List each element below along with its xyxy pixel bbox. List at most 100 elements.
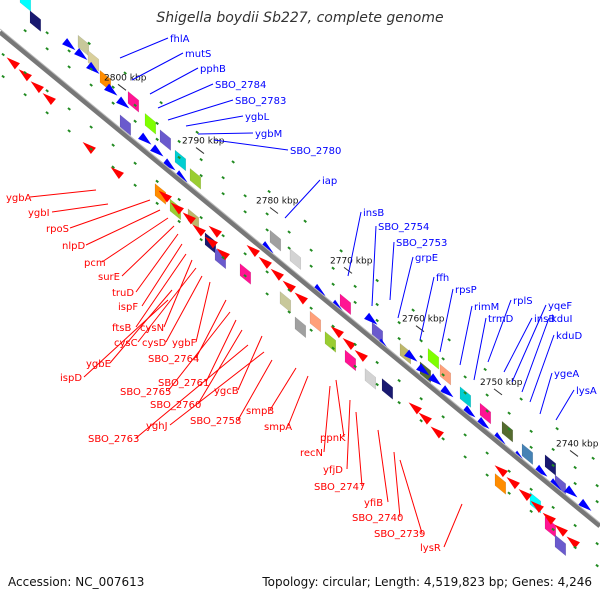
genome-feature-block xyxy=(501,420,514,443)
forward-gene-arrow xyxy=(74,47,88,60)
reverse-gene-leader xyxy=(287,375,309,427)
reverse-gene-arrow xyxy=(208,225,222,238)
gc-tick-inner-forward xyxy=(221,191,225,196)
gc-tick-outer-reverse xyxy=(67,129,71,133)
gc-tick-inner-reverse xyxy=(595,541,599,546)
gc-tick-outer-forward xyxy=(199,157,203,162)
reverse-gene-leader xyxy=(167,311,231,392)
reverse-gene-arrow xyxy=(192,224,206,237)
forward-gene-label: lysA xyxy=(576,386,597,397)
gc-tick-far-forward xyxy=(267,189,271,194)
gc-tick-inner-forward xyxy=(375,318,379,323)
reverse-gene-leader xyxy=(85,209,161,246)
genome-feature-block xyxy=(439,363,452,386)
reverse-gene-label: SBO_2764 xyxy=(148,354,199,365)
gc-tick-outer-forward xyxy=(265,212,269,216)
forward-gene-leader xyxy=(347,211,362,277)
reverse-gene-leader xyxy=(135,344,249,439)
reverse-gene-label: recN xyxy=(300,448,323,459)
reverse-gene-arrow xyxy=(530,500,544,513)
gc-tick-outer-reverse xyxy=(573,545,577,550)
reverse-gene-leader xyxy=(29,189,97,198)
gc-tick-inner-forward xyxy=(243,210,247,214)
reverse-gene-label: ppnK xyxy=(320,433,346,444)
gc-tick-inner-reverse xyxy=(133,161,137,165)
reverse-gene-leader xyxy=(83,299,169,378)
gc-tick-far-forward xyxy=(555,426,559,431)
gc-tick-outer-reverse xyxy=(463,455,467,459)
gc-tick-outer-reverse xyxy=(419,419,423,423)
gc-tick-inner-reverse xyxy=(155,179,159,184)
scale-tick xyxy=(343,266,353,274)
gc-tick-inner-reverse xyxy=(551,505,555,510)
gc-tick-inner-forward xyxy=(551,463,555,468)
forward-gene-leader xyxy=(529,334,555,403)
reverse-gene-arrow xyxy=(82,142,96,154)
genome-feature-block xyxy=(159,129,172,152)
gc-tick-inner-reverse xyxy=(353,342,357,347)
reverse-gene-label: surE xyxy=(98,272,120,283)
scale-label: 2760 kbp xyxy=(402,315,445,325)
reverse-gene-label: SBO_2747 xyxy=(314,482,365,493)
gc-tick-inner-reverse xyxy=(441,415,445,419)
forward-gene-leader xyxy=(131,52,184,81)
reverse-gene-arrow xyxy=(204,236,218,249)
forward-gene-leader xyxy=(119,37,169,59)
reverse-gene-leader xyxy=(141,243,183,307)
gc-tick-inner-reverse xyxy=(573,523,577,528)
gc-tick-far-forward xyxy=(411,308,415,312)
reverse-gene-arrow xyxy=(408,402,422,415)
gc-tick-outer-forward xyxy=(353,284,357,289)
forward-gene-label: rplS xyxy=(513,296,533,307)
gc-tick-outer-forward xyxy=(375,302,379,307)
genome-feature-block xyxy=(544,454,557,477)
forward-gene-arrow xyxy=(364,312,378,325)
genome-feature-block xyxy=(127,90,140,113)
reverse-gene-label: cysC xyxy=(114,338,138,349)
reverse-gene-arrow xyxy=(494,465,508,478)
reverse-gene-leader xyxy=(346,399,351,470)
reverse-gene-leader xyxy=(165,275,203,343)
reverse-gene-leader xyxy=(393,451,401,518)
reverse-gene-label: ispD xyxy=(60,373,82,384)
reverse-gene-arrow xyxy=(566,536,580,549)
gc-tick-far-forward xyxy=(339,249,343,253)
scale-label: 2750 kbp xyxy=(480,378,523,388)
gc-tick-outer-forward xyxy=(177,139,181,144)
reverse-gene-arrow xyxy=(506,477,520,490)
gc-tick-inner-forward xyxy=(67,65,71,69)
reverse-gene-leader xyxy=(69,199,151,229)
scale-label: 2740 kbp xyxy=(556,439,599,449)
gc-tick-inner-reverse xyxy=(397,378,401,383)
gc-tick-outer-forward xyxy=(243,194,247,198)
forward-gene-label: fhlA xyxy=(170,34,190,45)
reverse-gene-label: pcm xyxy=(84,258,106,269)
gc-tick-outer-forward xyxy=(89,67,93,71)
forward-gene-leader xyxy=(473,317,487,381)
gc-tick-outer-forward xyxy=(485,393,489,397)
gc-tick-outer-forward xyxy=(397,320,401,325)
scale-tick xyxy=(415,325,425,333)
gc-tick-far-forward xyxy=(375,278,379,283)
reverse-gene-arrow xyxy=(354,349,368,362)
gc-tick-far-forward xyxy=(483,367,487,372)
forward-gene-leader xyxy=(197,132,254,135)
reverse-gene-label: ygbI xyxy=(28,208,50,219)
gc-tick-outer-reverse xyxy=(265,292,269,296)
reverse-gene-leader xyxy=(443,503,463,548)
gc-tick-inner-forward xyxy=(573,481,577,486)
scale-label: 2780 kbp xyxy=(256,196,299,206)
forward-gene-label: ygbM xyxy=(255,129,282,140)
gc-tick-outer-reverse xyxy=(23,92,27,97)
forward-gene-leader xyxy=(213,139,289,151)
gc-tick-far-forward xyxy=(519,397,523,401)
reverse-gene-label: ftsB xyxy=(112,323,131,334)
forward-gene-arrow xyxy=(440,385,454,398)
gc-tick-inner-reverse xyxy=(529,487,533,492)
forward-gene-label: iap xyxy=(322,176,337,187)
gc-tick-far-forward xyxy=(447,338,451,342)
gc-tick-inner-reverse xyxy=(485,451,489,455)
genome-feature-block xyxy=(479,402,492,425)
scale-label: 2800 kbp xyxy=(104,73,147,83)
